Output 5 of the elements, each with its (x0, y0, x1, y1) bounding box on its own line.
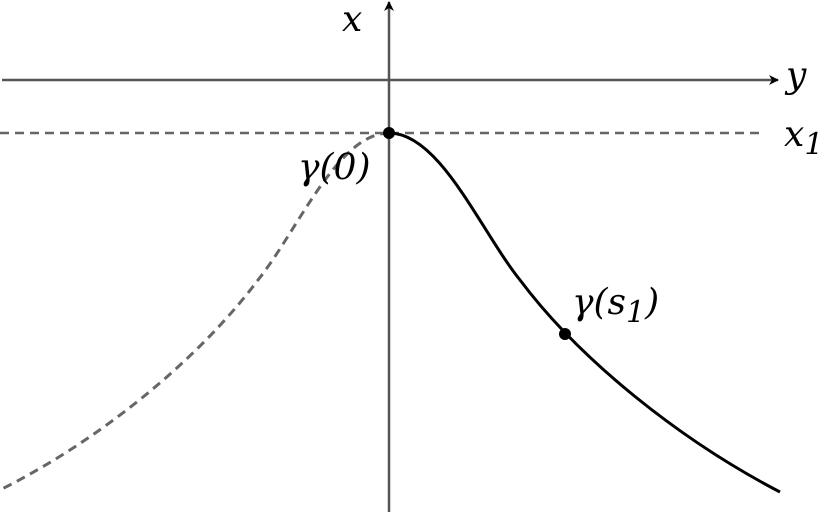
axis-label: y (786, 58, 806, 94)
point-label: γ(s$_{1}$) (572, 285, 660, 328)
axis-label: x$_{1}$ (784, 117, 824, 160)
point-label: γ(0) (298, 150, 371, 186)
axis-label: x (342, 2, 362, 38)
